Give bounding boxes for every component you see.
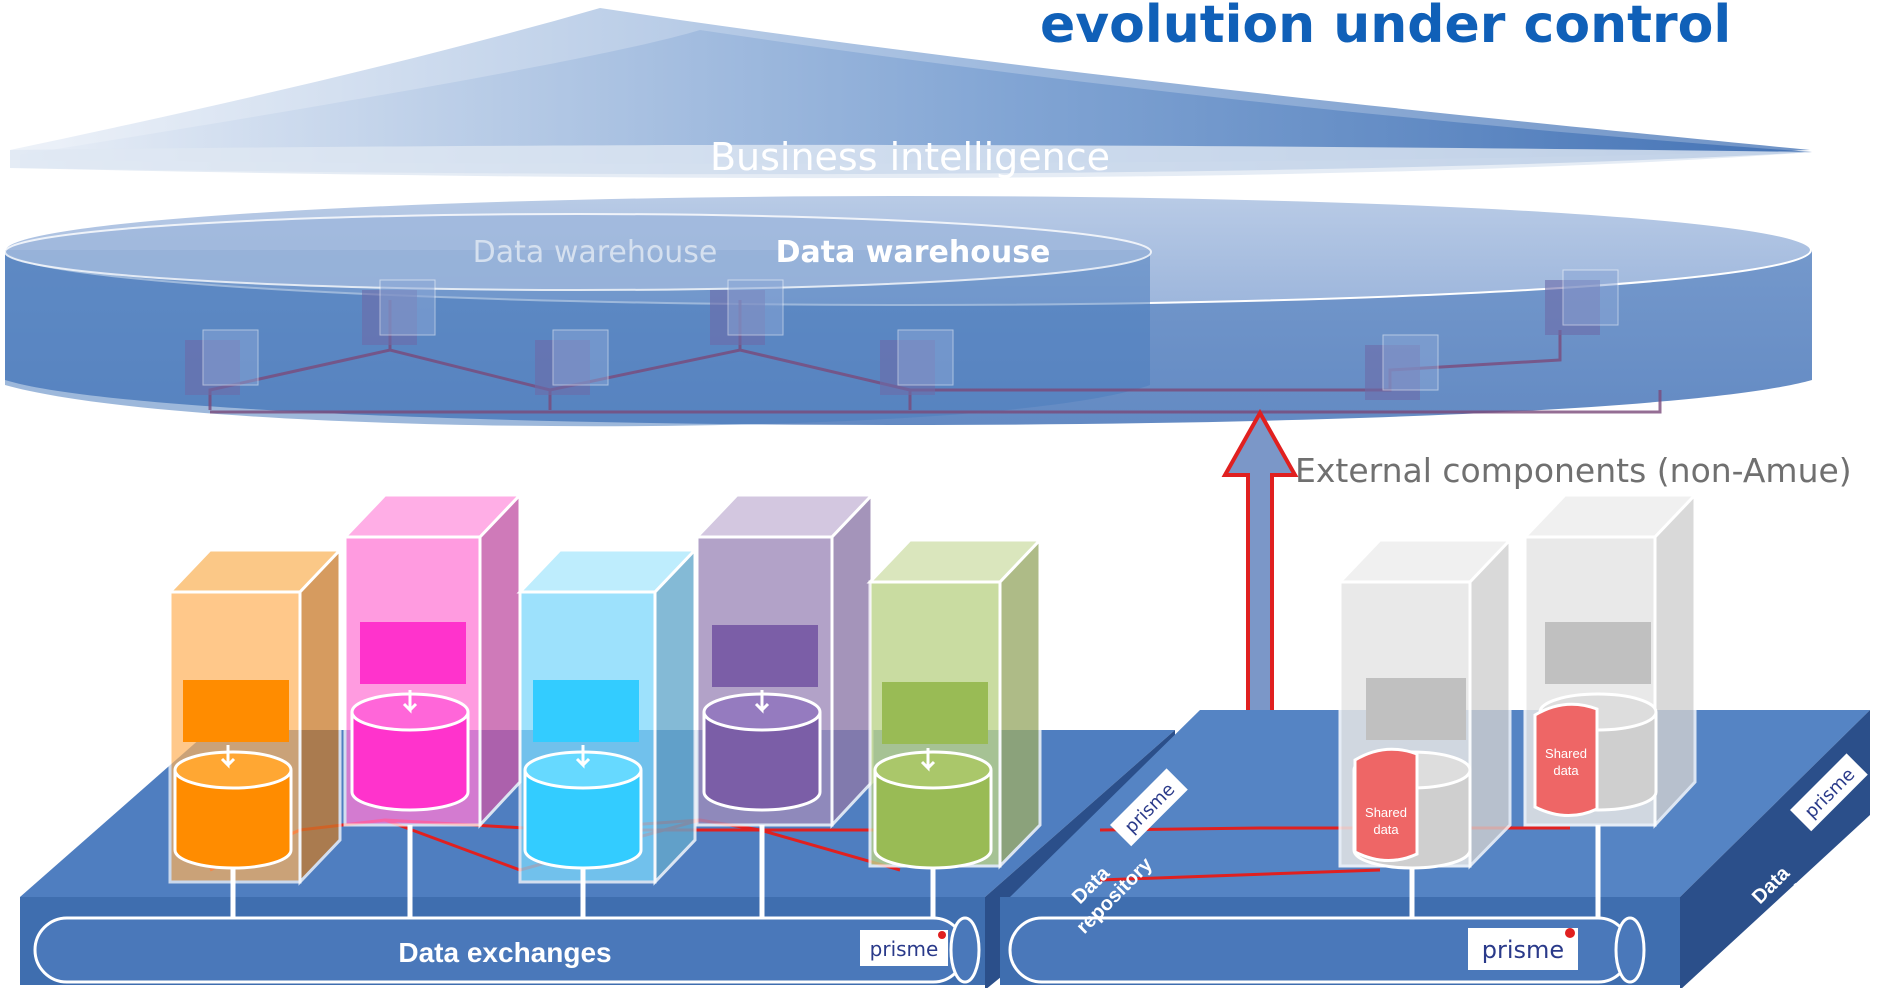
shared-data-label-2-line2: data [1553, 763, 1579, 778]
bus-connectors [230, 825, 1601, 918]
prisme-logo-bus-left: prisme [860, 930, 948, 966]
prisme-logo-bus-right: prisme [1468, 928, 1578, 970]
shared-data-label-1-line1: Shared [1365, 805, 1407, 820]
warehouse-cube [1365, 334, 1439, 400]
app-server-pink [341, 491, 524, 829]
app-server-green [866, 536, 1044, 870]
left-bus-pipe [33, 916, 981, 984]
warehouse-cube [1545, 269, 1619, 335]
data-warehouse-label-faded: Data warehouse [473, 235, 718, 270]
shared-data-label-2-line1: Shared [1545, 746, 1587, 761]
business-intelligence-label: Business intelligence [710, 135, 1110, 179]
data-exchanges-label: Data exchanges [398, 937, 611, 968]
external-components-label: External components (non-Amue) [1295, 451, 1852, 490]
warehouse-cube [535, 329, 609, 395]
data-warehouse-label: Data warehouse [776, 235, 1051, 270]
warehouse-cube [185, 329, 259, 395]
app-server-purple [693, 491, 876, 829]
app-server-orange [166, 546, 344, 886]
shared-data-label-1-line2: data [1373, 822, 1399, 837]
business-intelligence-layer [10, 8, 1812, 179]
warehouse-cubes [185, 269, 1619, 400]
warehouse-cube [710, 279, 784, 345]
app-server-cyan [516, 546, 699, 886]
warehouse-cube [880, 329, 954, 395]
warehouse-cube [362, 279, 436, 345]
diagram-title: evolution under control [1040, 0, 1731, 55]
prisme-logo-text: prisme [1482, 936, 1564, 964]
external-server-2 [1521, 491, 1699, 829]
external-server-1 [1336, 536, 1514, 870]
prisme-logo-text: prisme [870, 937, 939, 961]
